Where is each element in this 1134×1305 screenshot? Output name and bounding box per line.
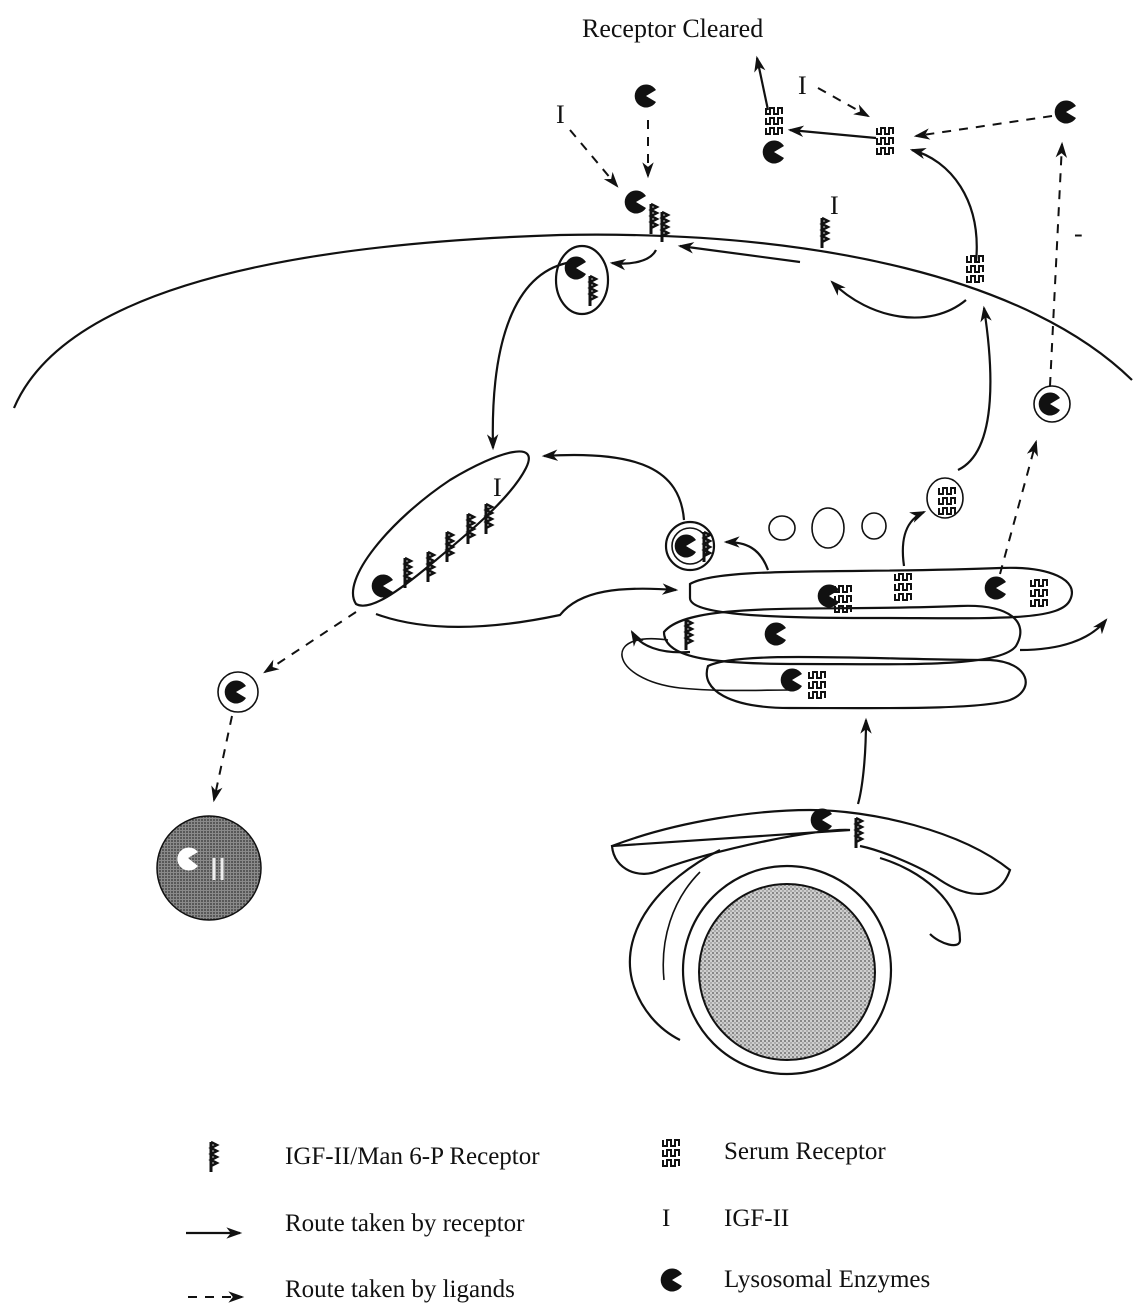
igf2-man6p-receptor-icon: [428, 552, 434, 582]
receptor-route-golgi-loop-left: [632, 632, 690, 652]
lysosomal-enzyme-icon: [781, 669, 802, 692]
legend: IGF-II/Man 6-P Receptor Route taken by r…: [186, 1138, 930, 1303]
igf2-ligand-label: I: [556, 100, 565, 129]
ligand-route-vesicle-to-lysosome: [214, 716, 232, 800]
serum-receptor-icon: [809, 672, 825, 698]
receptor-route-golgi-to-coated-vesicle: [726, 542, 768, 570]
igf2-man6p-receptor-icon: [211, 1142, 217, 1172]
receptor-route-golgi-to-transport-vesicle: [903, 512, 924, 566]
ligand-route-golgi-to-secretion: [1000, 442, 1036, 574]
igf2-man6p-receptor-icon: [822, 218, 828, 248]
legend-label: Lysosomal Enzymes: [724, 1266, 930, 1293]
lysosomal-enzyme-icon: [1039, 393, 1060, 416]
golgi-cisterna-middle: [664, 606, 1020, 664]
legend-item-igf2: I IGF-II: [662, 1205, 789, 1232]
igf2-icon: I: [662, 1205, 670, 1232]
lysosome: [157, 816, 261, 920]
igf2-man6p-receptor-icon: [856, 818, 862, 848]
lysosomal-enzyme-icon: [372, 575, 393, 598]
ligand-route-secretion-up: [1050, 144, 1062, 386]
lysosomal-enzyme-icon: [1055, 101, 1076, 124]
serum-receptor-icon: [663, 1140, 679, 1166]
stray-tick: -: [1074, 219, 1083, 248]
legend-item-serum-receptor: Serum Receptor: [663, 1138, 886, 1166]
legend-item-route-receptor: Route taken by receptor: [186, 1210, 525, 1237]
endocytic-vesicle: [556, 246, 608, 314]
igf2-ligand-label: I: [493, 473, 502, 502]
legend-label: Route taken by receptor: [285, 1210, 525, 1237]
legend-label: Serum Receptor: [724, 1138, 886, 1165]
receptor-route-vesicle-to-endosome-top: [544, 455, 684, 520]
lysosomal-enzyme-icon: [635, 85, 656, 108]
serum-receptor-icon: [877, 128, 893, 154]
lysosomal-enzyme-icon: [765, 623, 786, 646]
legend-item-route-ligands: Route taken by ligands: [188, 1276, 515, 1303]
receptor-route-er-to-golgi: [858, 720, 866, 804]
lysosomal-enzyme-icon: [565, 257, 586, 280]
receptor-route-recycle-in-membrane: [680, 246, 800, 262]
er-outer-fold-left-inner: [663, 872, 700, 980]
legend-label: IGF-II/Man 6-P Receptor: [285, 1143, 540, 1170]
igf2-man6p-receptor-icon: [590, 276, 596, 306]
transport-vesicle: [218, 672, 258, 712]
igf2-man6p-receptor-icon: [686, 620, 692, 650]
receptor-route-release: [790, 130, 876, 138]
legend-item-lysosomal-enzymes: Lysosomal Enzymes: [661, 1266, 931, 1293]
receptor-cleared-title: Receptor Cleared: [582, 14, 763, 43]
receptor-route-golgi-loop-right: [1020, 620, 1106, 650]
igf2-ligand-label: I: [798, 71, 807, 100]
lysosomal-enzyme-icon: [811, 809, 832, 832]
igf2-man6p-receptor-icon: [486, 504, 492, 534]
receptor-route-surface-to-cleared: [912, 150, 977, 262]
serum-receptor-icon: [895, 574, 911, 600]
lysosomal-enzyme-icon: [675, 535, 696, 558]
receptor-route-cleared: [757, 58, 768, 110]
small-vesicle: [862, 513, 886, 539]
igf2-man6p-receptor-icon: [651, 204, 657, 234]
receptor-route-endosome-to-golgi: [376, 589, 676, 627]
ligand-route-enzyme-to-serum-receptor: [916, 116, 1052, 136]
lysosomal-enzyme-icon: [985, 577, 1006, 600]
serum-receptor-icon: [967, 256, 983, 282]
legend-item-igf2-man6p-receptor: IGF-II/Man 6-P Receptor: [211, 1142, 540, 1172]
small-vesicle: [769, 516, 795, 540]
igf2-man6p-receptor-icon: [662, 212, 668, 242]
serum-receptor-icon: [1031, 580, 1047, 606]
ligand-route-igf2-to-surface: [570, 130, 617, 186]
serum-receptor-icon: [939, 488, 955, 514]
small-vesicle: [812, 508, 844, 548]
lysosomal-enzyme-icon: [225, 681, 246, 704]
receptor-route-endocytosis-right: [832, 282, 966, 318]
lysosomal-enzyme-icon: [763, 141, 784, 164]
legend-label: IGF-II: [724, 1205, 789, 1232]
legend-label: Route taken by ligands: [285, 1276, 515, 1303]
igf2-ligand-label: I: [830, 191, 839, 220]
lysosomal-enzyme-icon: [661, 1269, 682, 1292]
lysosomal-enzyme-icon: [625, 191, 646, 214]
ligand-route-endosome-to-vesicle: [265, 612, 356, 672]
ligand-route-igf2-to-serum-receptor: [818, 88, 868, 116]
igf2-man6p-receptor-icon: [704, 532, 710, 562]
receptor-route-vesicle-to-endosome: [493, 262, 572, 448]
receptor-route-internalize: [612, 250, 656, 264]
serum-receptor-icon: [766, 108, 782, 134]
nucleus: [699, 884, 875, 1060]
receptor-route-to-surface-right: [958, 308, 990, 470]
er-outer-fold-right: [880, 858, 960, 945]
